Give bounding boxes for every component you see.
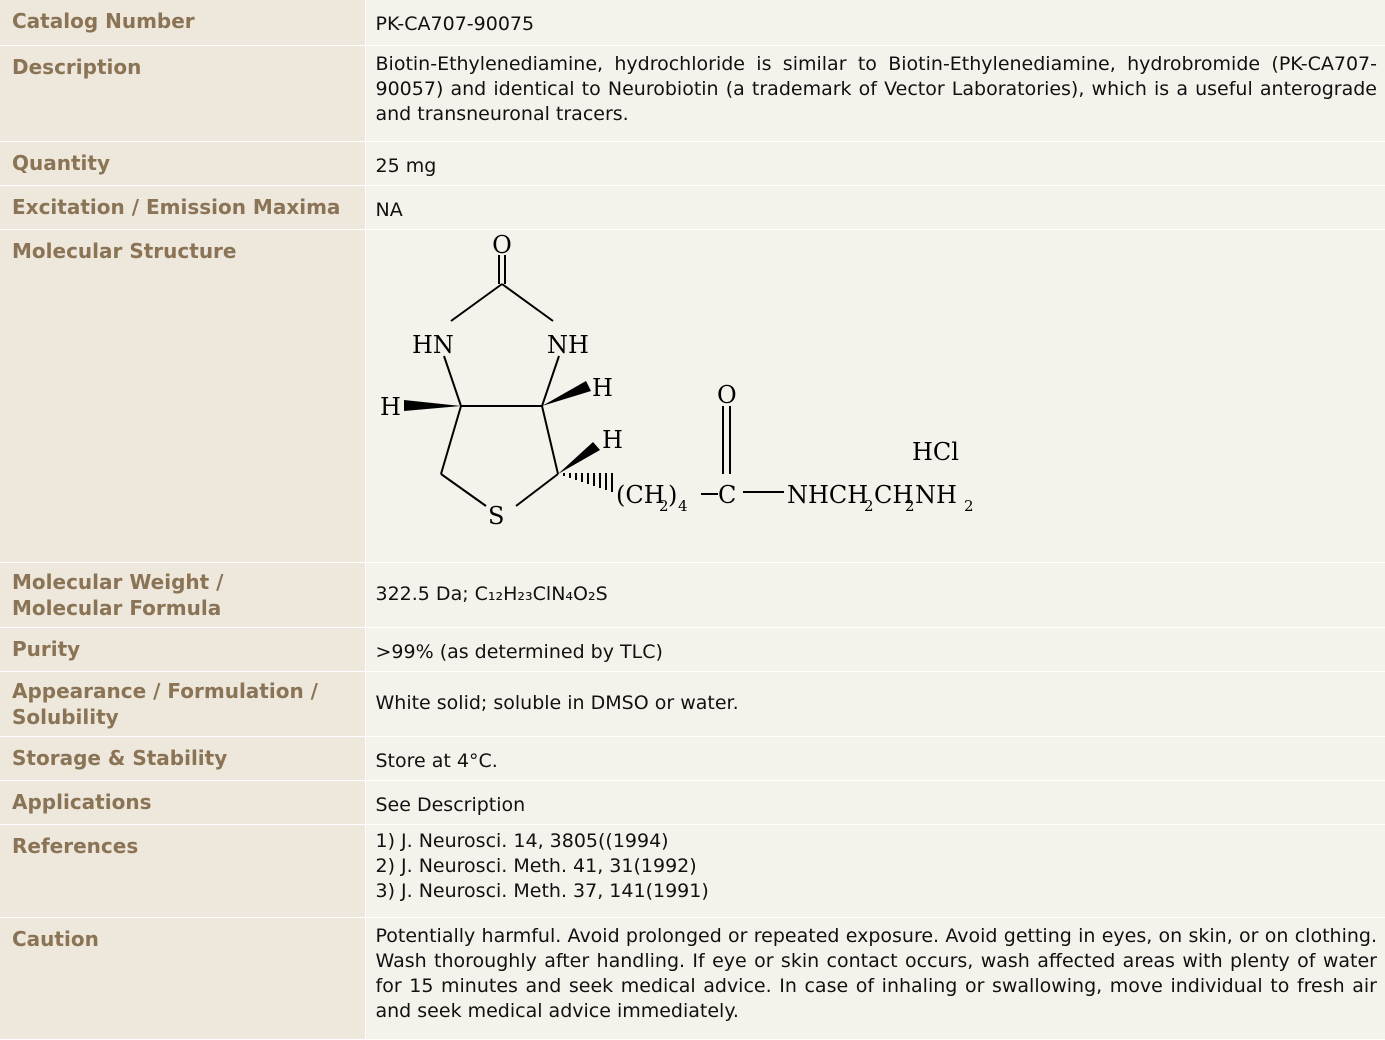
applications-label: Applications [0,780,366,825]
group-subscript-2a: 2 [864,497,874,515]
atom-c: C [718,481,736,509]
chain-close-paren: ) [668,481,677,509]
atom-nh: NH [547,331,589,359]
chain-ch2-paren: (CH [616,481,665,509]
description-label: Description [0,45,366,142]
row-molecular-structure: Molecular Structure [0,229,1385,563]
molecular-weight-value: 322.5 Da; C₁₂H₂₃ClN₄O₂S [364,562,1385,628]
salt-hcl: HCl [912,438,959,466]
molecular-weight-label-line2: Molecular Formula [12,595,222,620]
molecular-structure-diagram: O HN NH H H H S (CH 2 ) 4 C O NHCH 2 CH … [380,231,974,530]
applications-value: See Description [364,780,1385,825]
row-applications: Applications See Description [0,780,1385,825]
atom-o-carbonyl: O [717,381,737,409]
references-label: References [0,824,366,918]
purity-label: Purity [0,627,366,672]
row-catalog-number: Catalog Number PK-CA707-90075 [0,0,1385,46]
row-molecular-weight: Molecular Weight / Molecular Formula 322… [0,562,1385,628]
atom-h-right-upper: H [592,374,613,402]
atom-s: S [488,502,504,530]
reference-item: 2) J. Neurosci. Meth. 41, 31(1992) [375,854,697,877]
row-purity: Purity >99% (as determined by TLC) [0,627,1385,672]
molecular-structure-cell: O HN NH H H H S (CH 2 ) 4 C O NHCH 2 CH … [364,229,1385,563]
group-ch: CH [874,481,913,509]
atom-o-top: O [492,231,512,259]
atom-h-left: H [380,393,401,421]
atom-h-right-lower: H [602,426,623,454]
excitation-value: NA [364,185,1385,230]
row-appearance: Appearance / Formulation / Solubility Wh… [0,671,1385,737]
excitation-label: Excitation / Emission Maxima [0,185,366,230]
row-quantity: Quantity 25 mg [0,141,1385,186]
group-nh-end: NH [915,481,957,509]
molecular-structure-label: Molecular Structure [0,229,366,563]
row-description: Description Biotin-Ethylenediamine, hydr… [0,45,1385,142]
row-caution: Caution Potentially harmful. Avoid prolo… [0,917,1385,1040]
atom-hn: HN [412,331,454,359]
caution-value: Potentially harmful. Avoid prolonged or … [364,917,1385,1040]
appearance-value: White solid; soluble in DMSO or water. [364,671,1385,737]
group-nhch: NHCH [787,481,868,509]
row-storage: Storage & Stability Store at 4°C. [0,736,1385,781]
reference-item: 3) J. Neurosci. Meth. 37, 141(1991) [375,879,709,902]
appearance-label-line2: Solubility [12,704,119,729]
quantity-value: 25 mg [364,141,1385,186]
storage-value: Store at 4°C. [364,736,1385,781]
description-value: Biotin-Ethylenediamine, hydrochloride is… [364,45,1385,142]
purity-value: >99% (as determined by TLC) [364,627,1385,672]
quantity-label: Quantity [0,141,366,186]
catalog-number-label: Catalog Number [0,0,366,46]
appearance-label: Appearance / Formulation / Solubility [0,671,366,737]
molecular-weight-label: Molecular Weight / Molecular Formula [0,562,366,628]
catalog-number-value: PK-CA707-90075 [364,0,1385,46]
chain-subscript-4: 4 [678,497,688,515]
row-excitation: Excitation / Emission Maxima NA [0,185,1385,230]
storage-label: Storage & Stability [0,736,366,781]
group-subscript-2c: 2 [964,497,974,515]
chain-subscript-2: 2 [659,497,669,515]
molecular-weight-label-line1: Molecular Weight / [12,569,224,594]
group-subscript-2b: 2 [905,497,915,515]
row-references: References 1) J. Neurosci. 14, 3805((199… [0,824,1385,918]
reference-item: 1) J. Neurosci. 14, 3805((1994) [375,829,669,852]
caution-label: Caution [0,917,366,1040]
references-value: 1) J. Neurosci. 14, 3805((1994) 2) J. Ne… [364,824,1385,918]
appearance-label-line1: Appearance / Formulation / [12,678,318,703]
